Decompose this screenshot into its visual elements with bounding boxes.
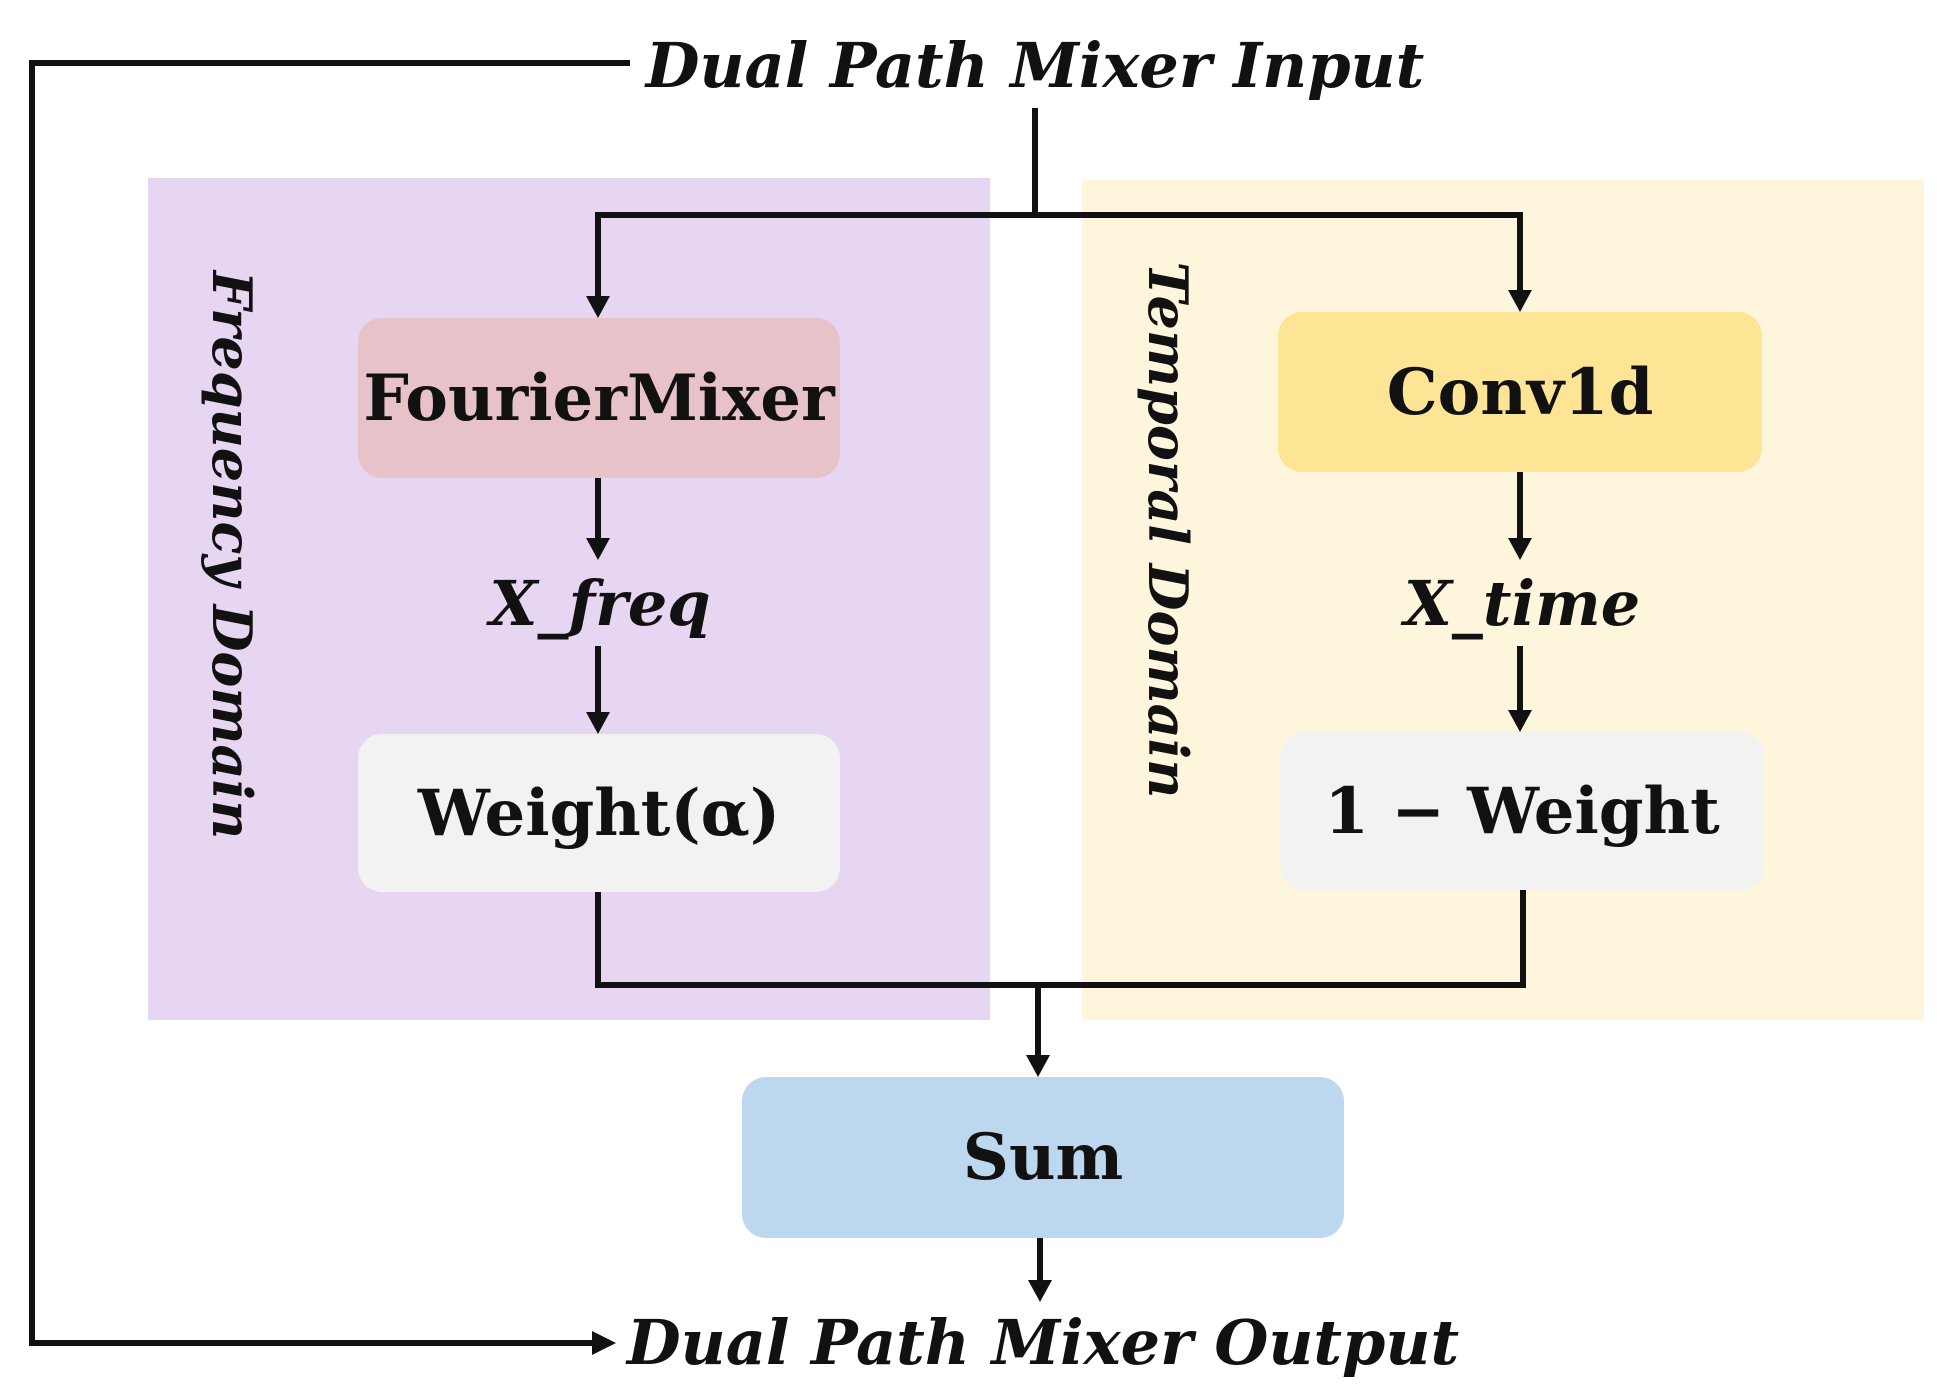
merge-right bbox=[1038, 890, 1526, 988]
arrowhead-sum bbox=[1026, 1055, 1050, 1077]
temporal-domain-label: Temporal Domain bbox=[1136, 261, 1200, 799]
arrowhead-fouriermixer bbox=[586, 296, 610, 318]
xtime-label: X_time bbox=[1403, 566, 1641, 640]
weight-alpha-box: Weight(α) bbox=[358, 734, 840, 892]
one-minus-weight-box: 1 − Weight bbox=[1280, 732, 1764, 890]
arrowhead-xfreq bbox=[586, 538, 610, 560]
arrowhead-bypass-output bbox=[592, 1331, 616, 1355]
fouriermixer-box: FourierMixer bbox=[358, 318, 840, 478]
arrowhead-xtime bbox=[1508, 538, 1532, 560]
xfreq-label: X_freq bbox=[489, 566, 711, 640]
bypass-line bbox=[29, 60, 630, 1346]
arrowhead-conv1d bbox=[1508, 290, 1532, 312]
frequency-domain-label: Frequency Domain bbox=[200, 270, 264, 840]
arrowhead-output bbox=[1028, 1280, 1052, 1302]
sum-box: Sum bbox=[742, 1077, 1344, 1238]
merge-left bbox=[595, 892, 1038, 988]
arrowhead-weight bbox=[586, 712, 610, 734]
output-title: Dual Path Mixer Output bbox=[626, 1306, 1460, 1379]
input-title: Dual Path Mixer Input bbox=[645, 28, 1425, 102]
arrowhead-oneminusweight bbox=[1508, 710, 1532, 732]
conv1d-box: Conv1d bbox=[1278, 312, 1762, 472]
